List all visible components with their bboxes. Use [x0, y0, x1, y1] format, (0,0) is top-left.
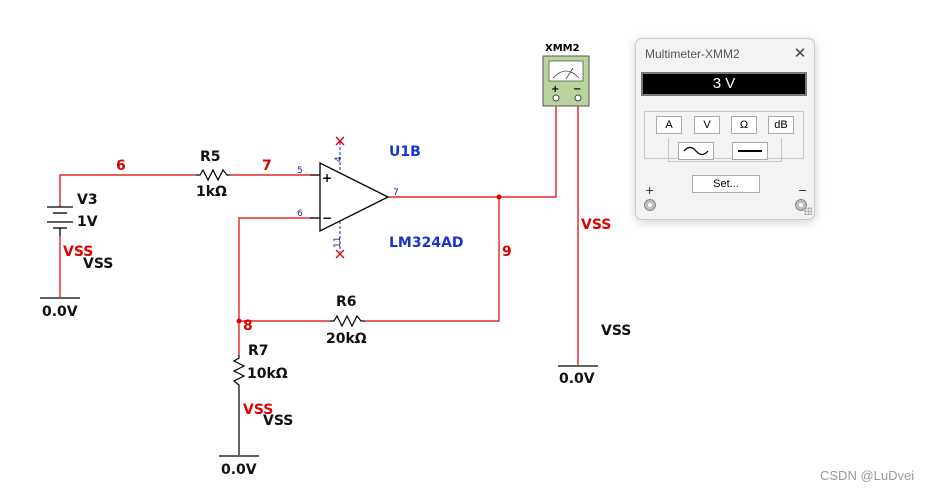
battery-v3[interactable]	[47, 206, 73, 236]
ac-wave-icon	[683, 146, 709, 156]
ammeter-button[interactable]: A	[656, 116, 682, 134]
junction-dot-8	[236, 318, 242, 324]
terminal-plus[interactable]	[644, 199, 656, 211]
ground-label-meter: 0.0V	[559, 371, 595, 387]
opamp-pin-6: 6	[297, 209, 303, 219]
dc-mode-button[interactable]	[732, 142, 768, 160]
resize-grip-icon[interactable]	[804, 207, 812, 215]
r7-name: R7	[248, 343, 269, 359]
decibel-button[interactable]: dB	[768, 116, 794, 134]
net-label-6: 6	[116, 158, 126, 174]
r7-value: 10kΩ	[247, 366, 288, 382]
ohmmeter-button[interactable]: Ω	[731, 116, 757, 134]
opamp-minus-sign: −	[322, 211, 332, 225]
net-label-7: 7	[262, 158, 272, 174]
multimeter-title: Multimeter-XMM2	[645, 47, 740, 61]
vss-label-meter-red: VSS	[581, 217, 611, 233]
opamp-pin-5: 5	[297, 166, 303, 176]
net-label-9: 9	[502, 244, 512, 260]
r5-name: R5	[200, 149, 221, 165]
meter-plus-label: +	[551, 84, 559, 95]
ground-label-r7: 0.0V	[221, 462, 257, 478]
terminal-plus-label: +	[645, 184, 655, 197]
set-button[interactable]: Set...	[692, 175, 760, 193]
wires	[59, 105, 579, 365]
meter-minus-label: −	[573, 84, 581, 95]
opamp-u1b[interactable]	[310, 136, 390, 259]
opamp-pin-7: 7	[393, 188, 399, 198]
multimeter-button-panel	[644, 111, 804, 159]
opamp-plus-sign: +	[322, 171, 332, 185]
v3-name: V3	[77, 192, 98, 208]
vss-label-r7-red: VSS	[243, 402, 273, 418]
opamp-pin-4: 4	[334, 156, 344, 162]
multimeter-xmm2[interactable]	[542, 55, 590, 107]
r5-value: 1kΩ	[196, 184, 227, 200]
vss-label-v3: VSS	[83, 256, 113, 272]
close-icon[interactable]: ✕	[793, 44, 807, 62]
mode-panel	[668, 138, 782, 162]
opamp-part: LM324AD	[389, 235, 464, 251]
net-label-8: 8	[243, 318, 253, 334]
voltmeter-button[interactable]: V	[694, 116, 720, 134]
opamp-pin-11: 11	[333, 237, 343, 248]
watermark: CSDN @LuDvei	[820, 468, 915, 483]
terminal-minus-label: −	[798, 184, 808, 197]
resistor-r6[interactable]	[330, 314, 365, 328]
meter-name: XMM2	[545, 43, 580, 54]
ground-label-v3: 0.0V	[42, 304, 78, 320]
v3-value: 1V	[77, 214, 98, 230]
resistor-r7[interactable]	[232, 355, 246, 388]
opamp-name: U1B	[389, 144, 421, 160]
ac-mode-button[interactable]	[678, 142, 714, 160]
multimeter-window[interactable]: Multimeter-XMM2 ✕ 3 V A V Ω dB Set... + …	[635, 38, 815, 220]
vss-label-v3-red: VSS	[63, 244, 93, 260]
multimeter-titlebar[interactable]: Multimeter-XMM2 ✕	[636, 39, 814, 69]
junction-dot-9	[496, 194, 502, 200]
multimeter-display: 3 V	[641, 72, 807, 96]
vss-label-r7: VSS	[263, 413, 293, 429]
r6-name: R6	[336, 294, 357, 310]
dc-line-icon	[738, 150, 762, 152]
vss-label-meter: VSS	[601, 323, 631, 339]
r6-value: 20kΩ	[326, 331, 367, 347]
resistor-r5[interactable]	[196, 168, 230, 182]
